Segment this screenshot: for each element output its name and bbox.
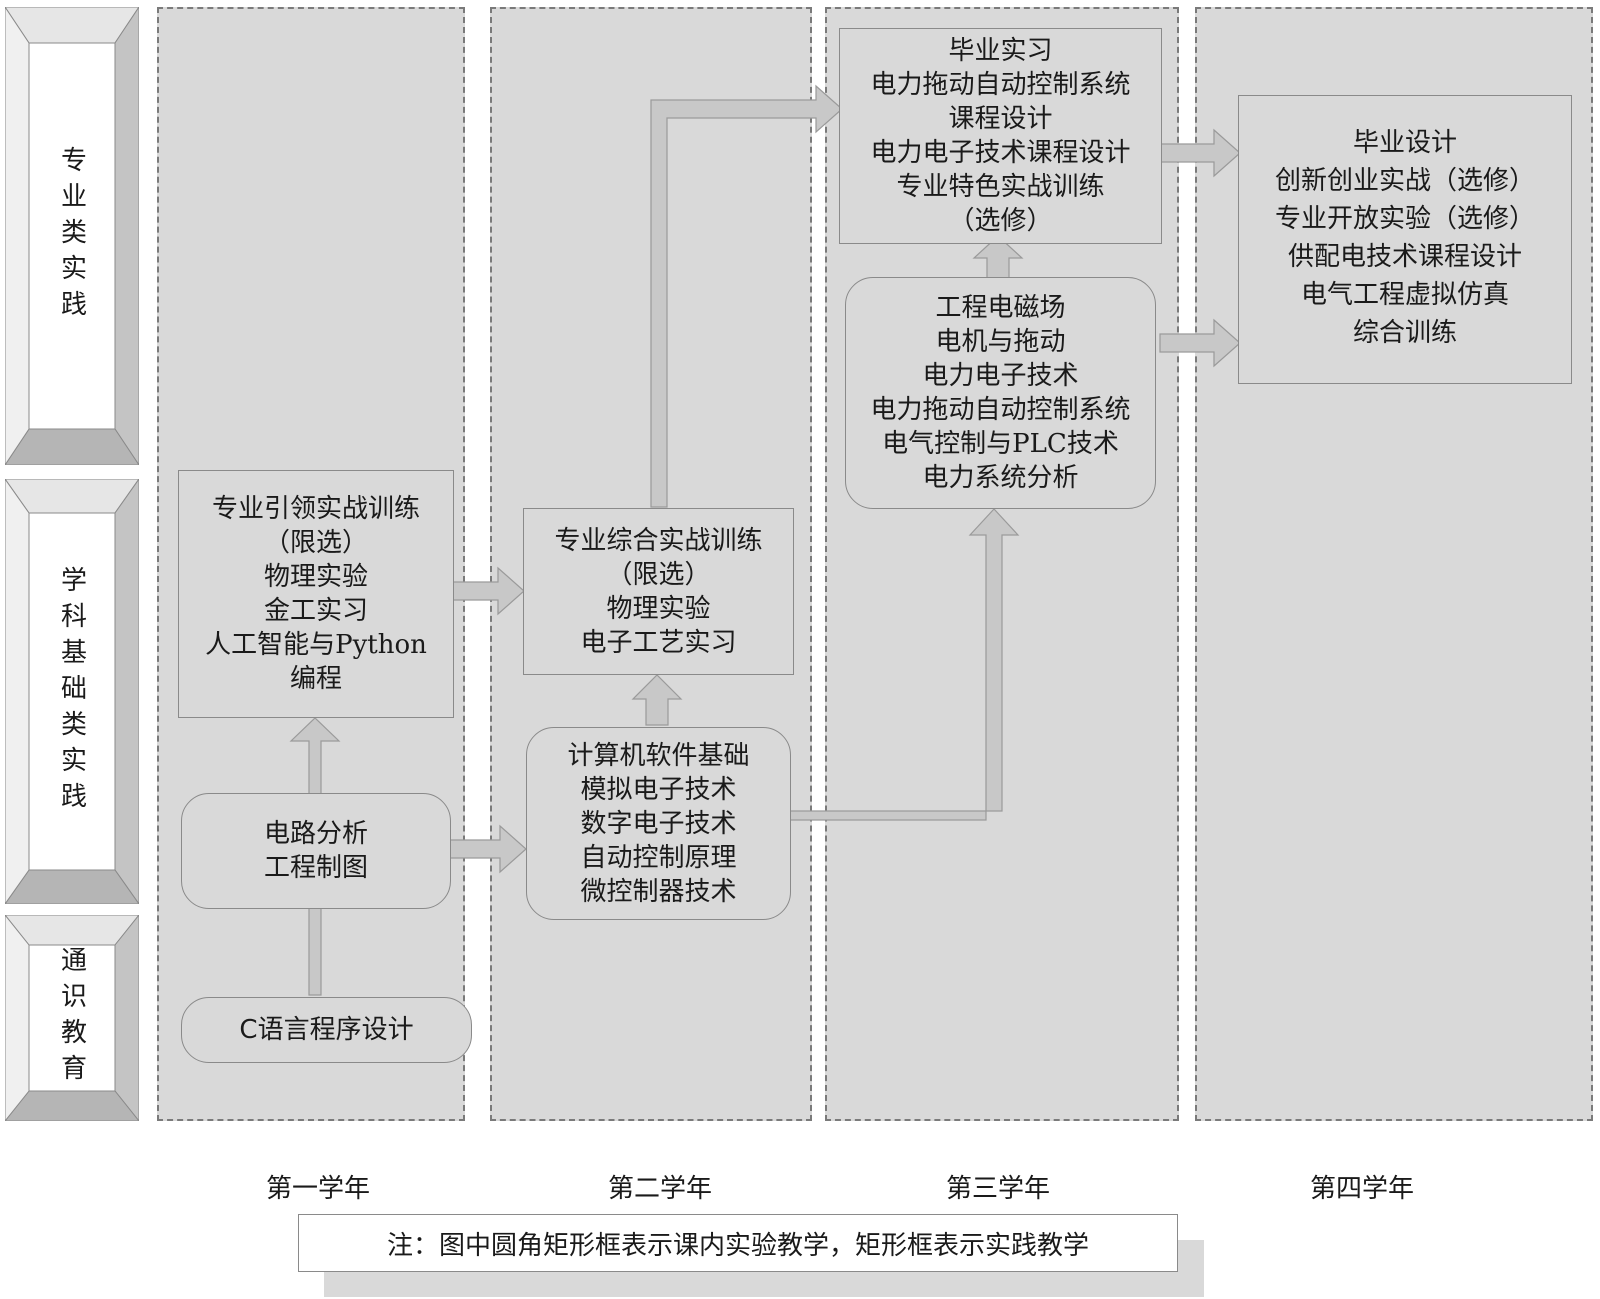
box-line: 电子工艺实习 bbox=[580, 627, 737, 658]
box-line: （限选） bbox=[263, 528, 368, 558]
box-line: 工程制图 bbox=[263, 853, 368, 883]
arrow-y3-practice-to-y4 bbox=[1159, 128, 1241, 178]
box-line: 计算机软件基础 bbox=[567, 740, 750, 771]
arrow-y3-course-to-y4 bbox=[1159, 318, 1241, 368]
box-line: 人工智能与Python bbox=[205, 630, 427, 660]
box-line: 创新创业实战（选修） bbox=[1274, 166, 1535, 196]
box-line: 电力拖动自动控制系统 bbox=[870, 395, 1131, 425]
arrow-y1-to-y2-course bbox=[449, 824, 527, 874]
arrow-y2-course-to-practice bbox=[631, 674, 683, 726]
category-professional: 专业类实践 bbox=[5, 7, 139, 465]
box-year3-practice: 毕业实习电力拖动自动控制系统课程设计电力电子技术课程设计专业特色实战训练 （选修） bbox=[839, 28, 1162, 244]
box-line: 供配电技术课程设计 bbox=[1287, 242, 1522, 272]
bevel-frame bbox=[5, 7, 139, 465]
arrow-y2-to-y3-course bbox=[788, 508, 1020, 821]
box-line: 电气控制与PLC技术 bbox=[882, 429, 1119, 459]
box-line: 电力电子技术 bbox=[922, 361, 1079, 391]
box-year1-course: 电路分析工程制图 bbox=[181, 793, 451, 909]
category-label: 学科基础类实践 bbox=[56, 565, 87, 818]
box-line: 模拟电子技术 bbox=[580, 774, 737, 805]
year-label-3: 第三学年 bbox=[945, 1174, 1050, 1204]
year-label-1: 第一学年 bbox=[265, 1174, 370, 1204]
box-line: 物理实验 bbox=[606, 593, 711, 624]
box-line: 专业综合实战训练 bbox=[554, 525, 763, 556]
box-line: 毕业设计 bbox=[1352, 128, 1457, 158]
box-year4-practice: 毕业设计创新创业实战（选修） 专业开放实验（选修） 供配电技术课程设计电气工程虚拟仿… bbox=[1238, 95, 1572, 384]
category-label: 专业类实践 bbox=[56, 146, 87, 326]
box-line: 专业引领实战训练 bbox=[211, 494, 420, 524]
box-year2-practice: 专业综合实战训练（限选）物理实验电子工艺实习 bbox=[523, 508, 794, 675]
legend-note: 注：图中圆角矩形框表示课内实验教学，矩形框表示实践教学 bbox=[298, 1214, 1178, 1272]
bevel-frame bbox=[5, 479, 139, 904]
box-year1-general: C语言程序设计 bbox=[181, 997, 472, 1063]
arrow-y1-to-y2-practice bbox=[451, 566, 525, 616]
box-line: 电力拖动自动控制系统 bbox=[870, 70, 1131, 100]
box-year2-course: 计算机软件基础模拟电子技术数字电子技术自动控制原理微控制器技术 bbox=[526, 727, 791, 920]
box-line: 编程 bbox=[289, 664, 342, 694]
arrow-y2-to-y3-practice bbox=[650, 84, 843, 508]
box-line: 微控制器技术 bbox=[580, 876, 737, 907]
box-line: 数字电子技术 bbox=[580, 808, 737, 839]
box-line: 电力电子技术课程设计 bbox=[870, 138, 1131, 168]
box-line: 物理实验 bbox=[263, 562, 368, 592]
year-label-2: 第二学年 bbox=[607, 1174, 712, 1204]
box-line: 电路分析 bbox=[263, 819, 368, 849]
box-line: 课程设计 bbox=[948, 104, 1053, 134]
bevel-frame bbox=[5, 915, 139, 1121]
box-line: 电气工程虚拟仿真 bbox=[1300, 280, 1509, 310]
box-line: （限选） bbox=[606, 559, 711, 590]
box-line: 电机与拖动 bbox=[935, 327, 1066, 357]
category-general: 通识教育 bbox=[5, 915, 139, 1121]
box-line: （选修） bbox=[948, 206, 1053, 236]
box-line: 工程电磁场 bbox=[935, 293, 1066, 323]
year-label-4: 第四学年 bbox=[1309, 1174, 1414, 1204]
box-line: 专业开放实验（选修） bbox=[1274, 204, 1535, 234]
arrow-y3-course-to-practice bbox=[972, 235, 1024, 279]
category-discipline: 学科基础类实践 bbox=[5, 479, 139, 904]
box-year1-practice: 专业引领实战训练 （限选） 物理实验金工实习人工智能与Python 编程 bbox=[178, 470, 454, 718]
box-line: C语言程序设计 bbox=[239, 1015, 414, 1045]
box-line: 电力系统分析 bbox=[922, 463, 1079, 493]
box-line: 毕业实习 bbox=[948, 36, 1053, 66]
box-line: 自动控制原理 bbox=[580, 842, 737, 873]
box-line: 专业特色实战训练 bbox=[896, 172, 1105, 202]
box-line: 综合训练 bbox=[1352, 318, 1457, 348]
category-label: 通识教育 bbox=[56, 946, 87, 1090]
box-line: 金工实习 bbox=[263, 596, 368, 626]
box-year3-course: 工程电磁场电机与拖动电力电子技术电力拖动自动控制系统电气控制与PLC技术电力系统… bbox=[845, 277, 1156, 509]
